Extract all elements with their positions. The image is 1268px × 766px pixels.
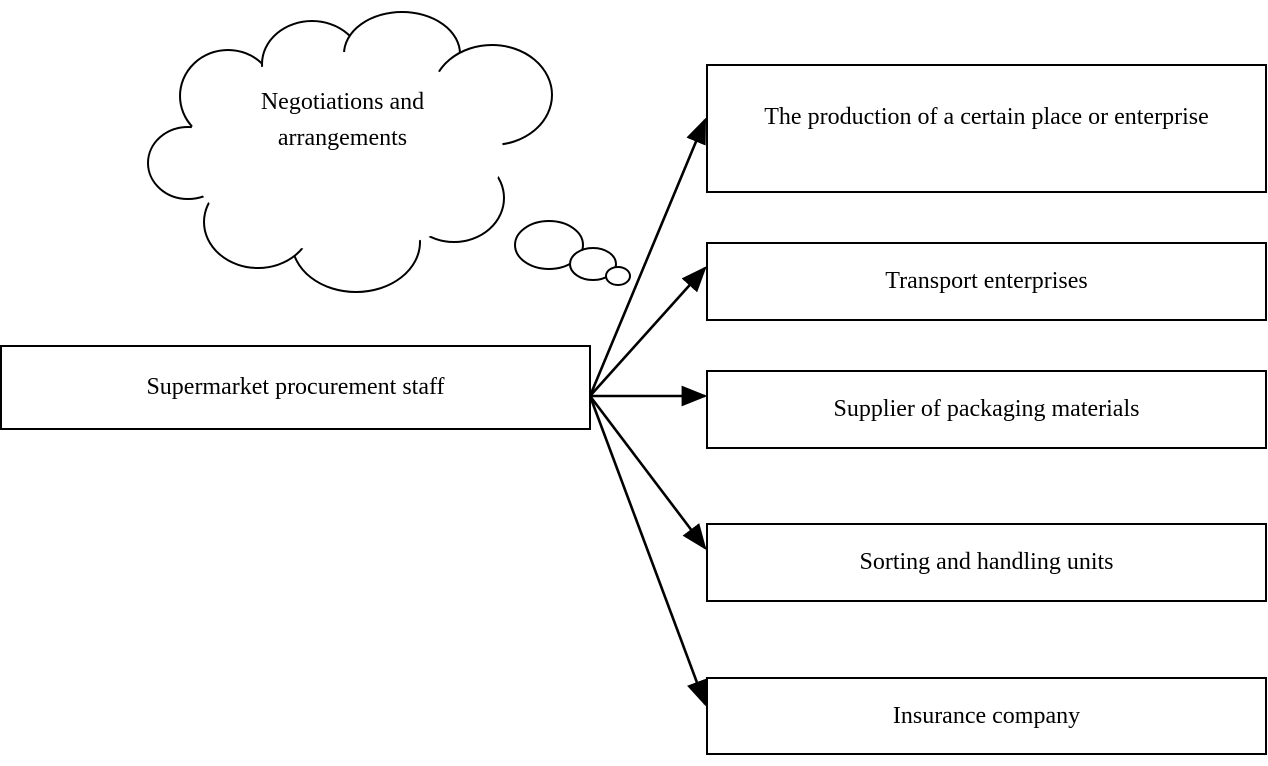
thought-cloud <box>147 11 631 293</box>
cloud-body <box>187 52 503 252</box>
target-label: The production of a certain place or ent… <box>764 104 1209 130</box>
thought-bubble-large <box>514 220 584 270</box>
source-label: Supermarket procurement staff <box>146 374 445 400</box>
target-box-packaging: Supplier of packaging materials <box>706 370 1267 449</box>
thought-bubble-small <box>605 266 631 286</box>
target-label: Supplier of packaging materials <box>833 396 1140 422</box>
target-label: Sorting and handling units <box>859 549 1114 575</box>
arrow-to-sorting <box>588 395 707 551</box>
thought-bubble-medium <box>569 247 617 281</box>
target-box-production: The production of a certain place or ent… <box>706 64 1267 193</box>
target-label: Transport enterprises <box>885 268 1088 294</box>
arrow-to-transport <box>589 266 707 397</box>
arrow-to-insurance <box>588 395 707 707</box>
arrow-to-production <box>588 117 707 397</box>
target-box-sorting: Sorting and handling units <box>706 523 1267 602</box>
thought-cloud-text: Negotiations and arrangements <box>230 84 455 156</box>
source-box: Supermarket procurement staff <box>0 345 591 430</box>
target-label: Insurance company <box>892 702 1081 729</box>
cloud-text-line: arrangements <box>277 125 408 151</box>
target-box-transport: Transport enterprises <box>706 242 1267 321</box>
target-box-insurance: Insurance company <box>706 677 1267 755</box>
cloud-text-line: Negotiations and <box>260 89 425 115</box>
